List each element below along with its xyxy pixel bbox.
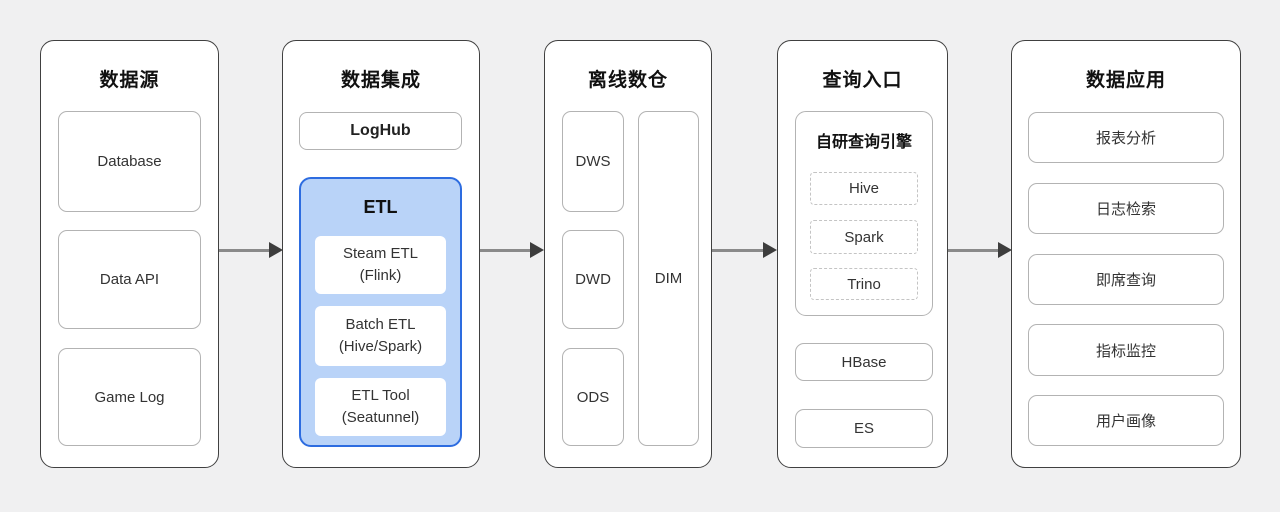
node-dws: DWS <box>562 111 624 212</box>
column-title: 查询入口 <box>822 70 903 91</box>
column-query-entry: 查询入口 自研查询引擎 Hive Spark Trino HBase ES <box>777 40 948 468</box>
column-title: 数据应用 <box>1085 70 1166 91</box>
node-metric-monitor: 指标监控 <box>1028 324 1224 376</box>
node-hive: Hive <box>810 172 918 205</box>
arrow-line <box>480 249 532 252</box>
node-stream-etl: Steam ETL (Flink) <box>315 236 446 294</box>
etl-group: ETL Steam ETL (Flink) Batch ETL (Hive/Sp… <box>299 177 462 447</box>
node-game-log: Game Log <box>58 348 201 446</box>
node-report-analysis: 报表分析 <box>1028 112 1224 163</box>
column-title: 数据源 <box>99 70 160 91</box>
node-user-profile: 用户画像 <box>1028 395 1224 446</box>
column-data-integration: 数据集成 LogHub ETL Steam ETL (Flink) Batch … <box>282 40 480 468</box>
etl-group-title: ETL <box>363 197 398 217</box>
node-trino: Trino <box>810 268 918 300</box>
column-offline-warehouse: 离线数仓 DWS DWD ODS DIM <box>544 40 712 468</box>
node-adhoc-query: 即席查询 <box>1028 254 1224 305</box>
node-data-api: Data API <box>58 230 201 329</box>
column-data-application: 数据应用 报表分析 日志检索 即席查询 指标监控 用户画像 <box>1011 40 1241 468</box>
node-batch-etl: Batch ETL (Hive/Spark) <box>315 306 446 366</box>
node-es: ES <box>795 409 933 448</box>
node-etl-tool: ETL Tool (Seatunnel) <box>315 378 446 436</box>
node-database: Database <box>58 111 201 212</box>
node-label-line1: Steam ETL <box>342 245 419 263</box>
arrow-head-icon <box>530 242 544 258</box>
query-engine-title: 自研查询引擎 <box>815 134 912 151</box>
node-label-line1: ETL Tool <box>351 387 410 405</box>
node-ods: ODS <box>562 348 624 446</box>
query-engine-group: 自研查询引擎 Hive Spark Trino <box>795 111 933 316</box>
node-hbase: HBase <box>795 343 933 381</box>
arrow-head-icon <box>269 242 283 258</box>
node-log-search: 日志检索 <box>1028 183 1224 234</box>
arrow-line <box>219 249 271 252</box>
node-label-line2: (Hive/Spark) <box>338 338 423 355</box>
node-dwd: DWD <box>562 230 624 329</box>
arrow-line <box>712 249 765 252</box>
column-data-source: 数据源 Database Data API Game Log <box>40 40 219 468</box>
flow-arrow <box>948 242 1012 259</box>
column-title: 数据集成 <box>340 70 421 91</box>
column-title: 离线数仓 <box>587 70 668 91</box>
arrow-head-icon <box>763 242 777 258</box>
node-loghub: LogHub <box>299 112 462 150</box>
node-dim: DIM <box>638 111 699 446</box>
node-label-line2: (Flink) <box>359 267 402 284</box>
arrow-line <box>948 249 1000 252</box>
node-label-line1: Batch ETL <box>345 316 416 334</box>
arrow-head-icon <box>998 242 1012 258</box>
node-spark: Spark <box>810 220 918 254</box>
node-label-line2: (Seatunnel) <box>341 409 420 426</box>
flow-arrow <box>712 242 777 259</box>
flow-arrow <box>219 242 283 259</box>
flow-arrow <box>480 242 544 259</box>
